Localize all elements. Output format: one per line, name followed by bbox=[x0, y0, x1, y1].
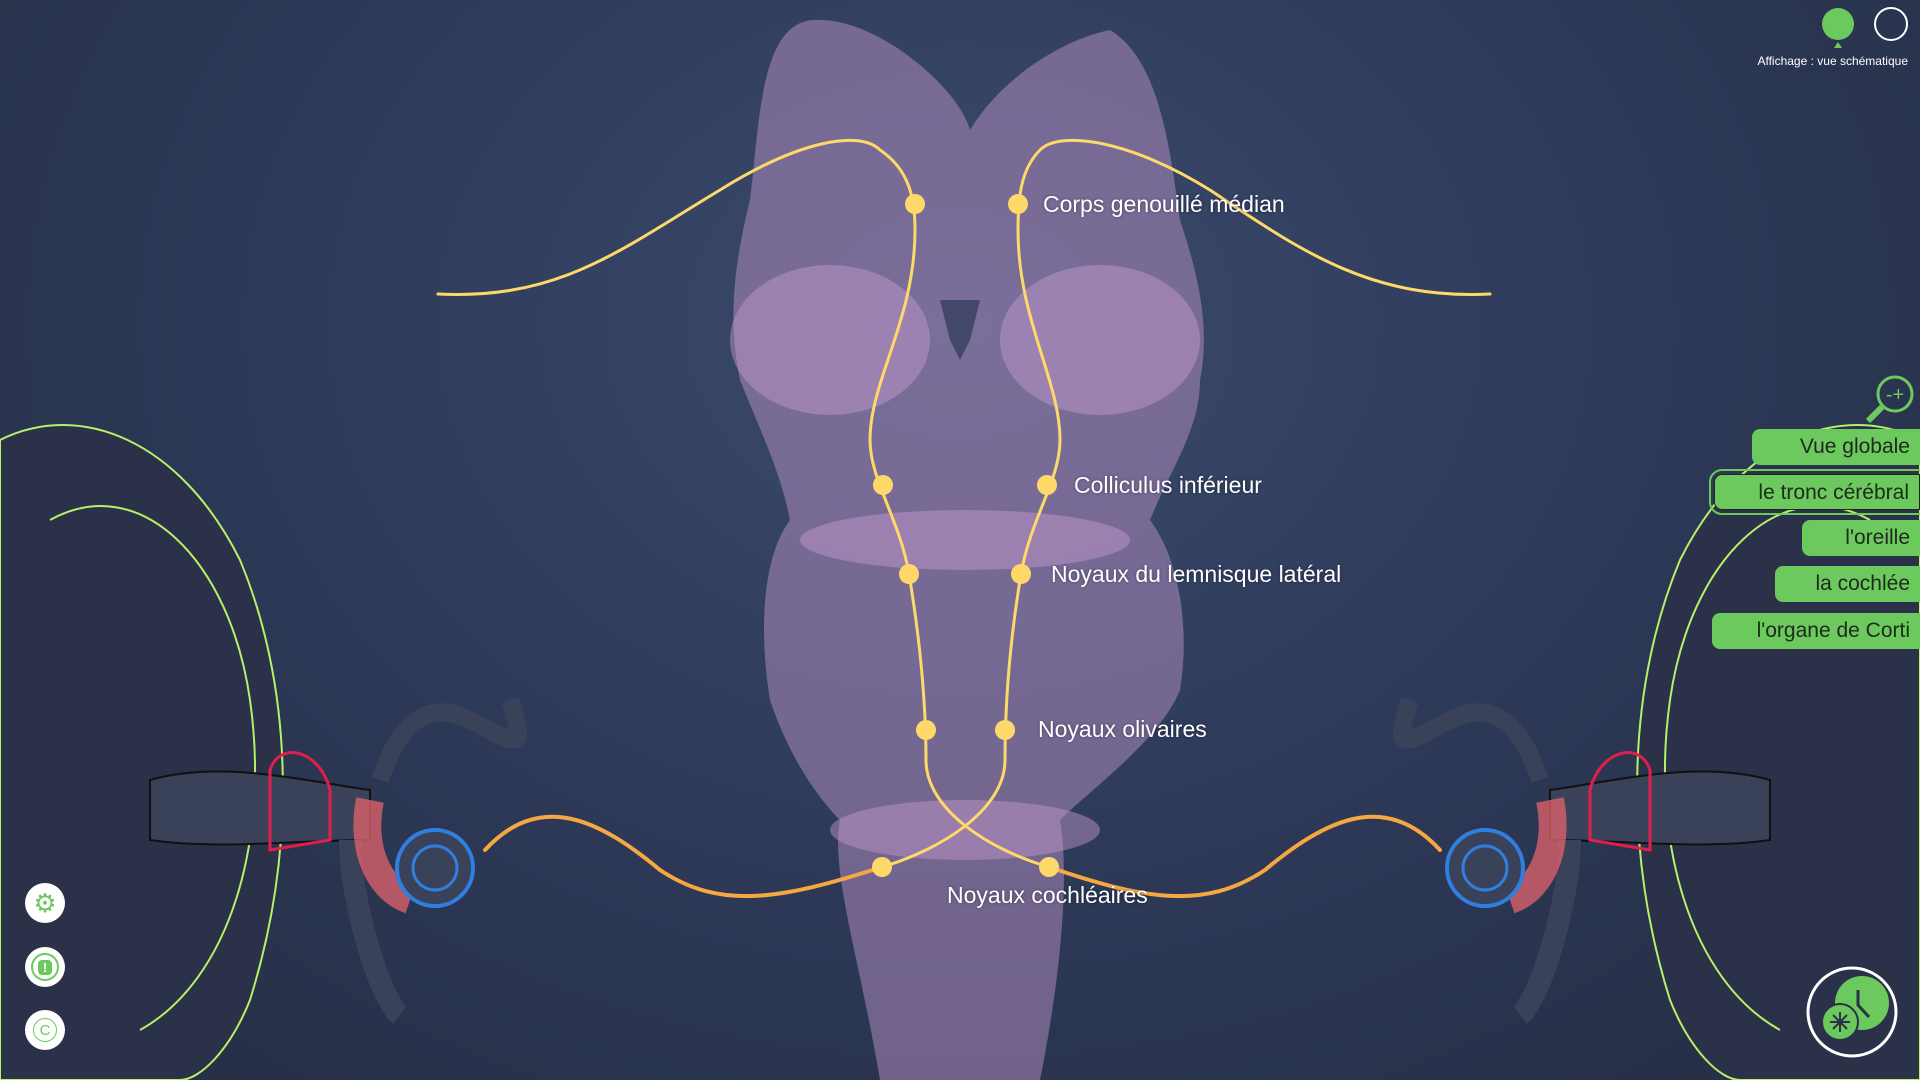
pathway-nodes bbox=[872, 194, 1059, 877]
gear-icon: ⚙ bbox=[33, 888, 57, 918]
credits-button[interactable]: C bbox=[25, 1010, 65, 1050]
brainstem-model bbox=[730, 19, 1204, 1080]
menu-tronc-cerebral[interactable]: le tronc cérébral bbox=[1709, 469, 1920, 515]
menu-cochlee[interactable]: la cochlée bbox=[1775, 566, 1920, 602]
animation-timer-button[interactable] bbox=[1806, 966, 1898, 1058]
menu-vue-globale[interactable]: Vue globale bbox=[1752, 429, 1920, 465]
label-noyaux-lemnisque-lateral: Noyaux du lemnisque latéral bbox=[1051, 561, 1342, 587]
label-colliculus-inferieur: Colliculus inférieur bbox=[1074, 472, 1262, 498]
view-toggle[interactable] bbox=[1822, 7, 1908, 48]
alert-message-icon: ! bbox=[31, 953, 59, 981]
menu-organe-de-corti[interactable]: l'organe de Corti bbox=[1712, 613, 1920, 649]
realistic-view-toggle bbox=[1874, 7, 1908, 41]
svg-text:-+: -+ bbox=[1886, 384, 1904, 406]
menu-oreille[interactable]: l'oreille bbox=[1802, 520, 1920, 556]
left-ear-model bbox=[0, 424, 527, 1080]
feedback-button[interactable]: ! bbox=[25, 947, 65, 987]
zoom-icon[interactable]: -+ bbox=[1865, 375, 1914, 424]
label-noyaux-olivaires: Noyaux olivaires bbox=[1038, 716, 1207, 742]
settings-button[interactable]: ⚙ bbox=[25, 883, 65, 923]
view-mode-label: Affichage : vue schématique bbox=[1757, 54, 1908, 68]
label-noyaux-cochleaires: Noyaux cochléaires bbox=[947, 882, 1148, 908]
schematic-view-toggle bbox=[1822, 8, 1854, 40]
label-corps-genouille-median: Corps genouillé médian bbox=[1043, 191, 1285, 217]
copyright-icon: C bbox=[33, 1018, 57, 1042]
